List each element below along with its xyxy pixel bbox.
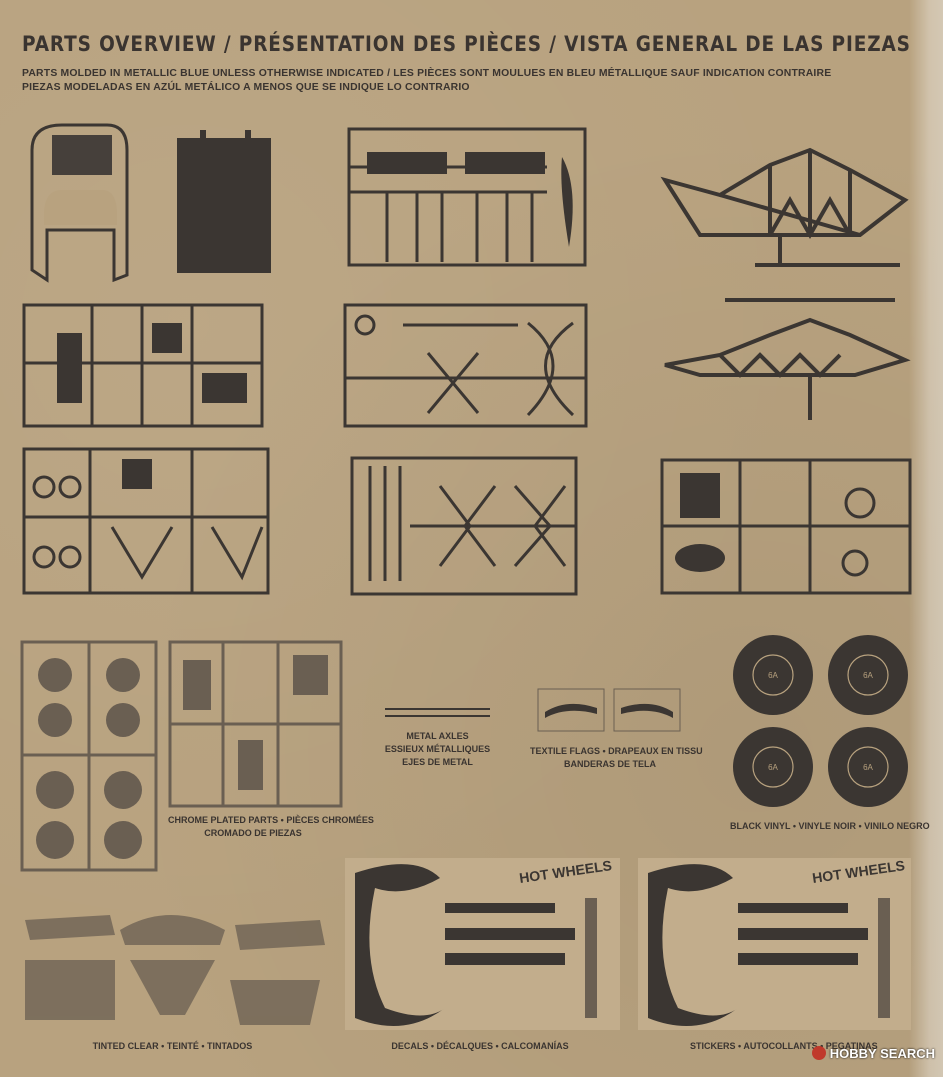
chrome-caption-line-1: CHROME PLATED PARTS • PIÈCES CHROMÉES: [168, 815, 374, 825]
shrink-wrap-edge: [909, 0, 943, 1077]
chrome-caption-line-2: CROMADO DE PIEZAS: [204, 828, 302, 838]
roll-cage-top-icon: [660, 147, 909, 267]
roll-cage-bottom-icon: [664, 298, 911, 420]
axle-icon: [385, 708, 490, 717]
bed-panel-icon: [177, 130, 271, 273]
tire-label-3: 6A: [768, 763, 778, 772]
tires-caption: BLACK VINYL • VINYLE NOIR • VINILO NEGRO: [730, 821, 930, 831]
sprue-tree-b-icon: [22, 303, 264, 428]
stickers-caption: STICKERS • AUTOCOLLANTS • PEGATINAS: [690, 1041, 878, 1051]
tire-icon: 6A 6A 6A 6A: [733, 635, 908, 807]
tire-label-1: 6A: [768, 671, 778, 680]
sprue-tree-e-icon: [350, 456, 578, 596]
subtitle-spanish: PIEZAS MODELADAS EN AZÚL METÁLICO A MENO…: [22, 82, 470, 93]
tinted-clear-parts-icon: [25, 915, 325, 1025]
flags-caption: TEXTILE FLAGS • DRAPEAUX EN TISSU BANDER…: [530, 745, 703, 771]
cab-body-icon: [30, 123, 129, 283]
chrome-caption: CHROME PLATED PARTS • PIÈCES CHROMÉES CR…: [168, 814, 374, 840]
decals-caption: DECALS • DÉCALQUES • CALCOMANÍAS: [391, 1041, 569, 1051]
watermark-text: HOBBY SEARCH: [829, 1046, 935, 1061]
sprue-tree-d-icon: [22, 447, 270, 595]
tire-label-2: 6A: [863, 671, 873, 680]
logo-icon: [811, 1046, 826, 1060]
sprue-tree-c-icon: [343, 303, 588, 428]
axles-caption-line-2: ESSIEUX MÉTALLIQUES: [384, 744, 491, 754]
subtitle-english-french: PARTS MOLDED IN METALLIC BLUE UNLESS OTH…: [22, 68, 832, 79]
flag-icon: [537, 688, 681, 732]
page-title: PARTS OVERVIEW / PRÉSENTATION DES PIÈCES…: [22, 32, 911, 57]
tinted-clear-caption: TINTED CLEAR • TEINTÉ • TINTADOS: [92, 1041, 253, 1051]
watermark: HOBBY SEARCH: [811, 1046, 935, 1061]
axles-caption: METAL AXLES ESSIEUX MÉTALLIQUES EJES DE …: [380, 730, 495, 769]
sprue-tree-a-icon: [347, 127, 587, 267]
chrome-wheel-sprue-icon: [20, 640, 158, 872]
flags-caption-line-2: BANDERAS DE TELA: [563, 759, 656, 769]
flags-caption-line-1: TEXTILE FLAGS • DRAPEAUX EN TISSU: [530, 746, 703, 756]
sprue-tree-f-icon: [660, 458, 912, 595]
axles-caption-line-1: METAL AXLES: [406, 731, 469, 741]
decal-sheet-icon: HOT WHEELS: [345, 857, 620, 1030]
tire-label-4: 6A: [863, 763, 873, 772]
sticker-sheet-icon: HOT WHEELS: [638, 857, 911, 1030]
axles-caption-line-3: EJES DE METAL: [402, 757, 473, 767]
chrome-parts-sprue-icon: [168, 640, 343, 808]
